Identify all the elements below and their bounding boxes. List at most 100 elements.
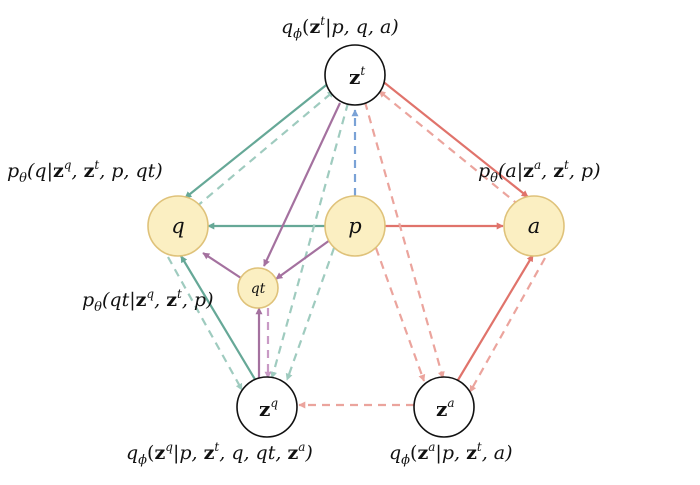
- node-qt-symbol: qt: [251, 281, 266, 297]
- edge-zt-to-qt: [263, 102, 341, 267]
- label-zq-b2: z: [204, 442, 215, 464]
- label-zq-mid2: , q, qt,: [219, 442, 287, 464]
- node-qt-circle: [237, 267, 279, 309]
- label-top-b1: z: [309, 16, 320, 38]
- edge-qt-to-q: [202, 252, 245, 281]
- label-qt-b1: z: [136, 289, 147, 311]
- edge-q-to-zt-dashed: [195, 90, 335, 208]
- node-za-symbol: z: [436, 397, 447, 421]
- label-a-sub: θ: [490, 171, 498, 186]
- label-qt-open: (qt|: [102, 289, 136, 311]
- label-qt-likelihood: pθ(qt|zq, zt, p): [82, 287, 213, 315]
- label-za-posterior: qϕ(za|p, zt, a): [389, 440, 513, 468]
- label-za-s1: a: [428, 440, 435, 454]
- node-zt-sup: t: [360, 64, 365, 78]
- label-a-b1: z: [523, 160, 534, 182]
- label-a-rest: , p): [569, 160, 601, 182]
- label-qt-s1: q: [146, 287, 154, 301]
- label-a-mid: ,: [541, 160, 553, 182]
- label-top-sub: ϕ: [293, 27, 302, 42]
- label-q-b1: z: [53, 160, 64, 182]
- edge-zt-to-q: [184, 81, 331, 199]
- node-zt-symbol: z: [349, 65, 360, 89]
- node-q: q: [147, 195, 209, 257]
- label-q-likelihood: pθ(q|zq, zt, p, qt): [7, 158, 163, 186]
- label-zq-posterior: qϕ(zq|p, zt, q, qt, za): [126, 440, 313, 468]
- label-qt-mid: ,: [154, 289, 166, 311]
- label-q-open: (q|: [27, 160, 53, 182]
- label-q-sub: θ: [19, 171, 27, 186]
- node-zq: zq: [236, 376, 298, 438]
- label-zq-s1: q: [165, 440, 173, 454]
- label-a-s2: t: [564, 158, 569, 172]
- label-qt-fn: p: [82, 289, 94, 311]
- label-za-rest: , a): [482, 442, 513, 464]
- label-q-s1: q: [64, 158, 72, 172]
- label-qt-b2: z: [166, 289, 177, 311]
- label-q-s2: t: [94, 158, 99, 172]
- label-a-s1: a: [534, 158, 541, 172]
- label-zt-posterior: qϕ(zt|p, q, a): [281, 14, 399, 42]
- label-zq-b3: z: [287, 442, 298, 464]
- label-qt-sub: θ: [94, 300, 102, 315]
- label-q-b2: z: [84, 160, 95, 182]
- node-a-circle: [503, 195, 565, 257]
- node-a-symbol: a: [528, 214, 541, 238]
- edge-zq-to-q: [180, 255, 257, 382]
- svg-text:za: za: [436, 396, 455, 421]
- label-zq-rest: ): [304, 442, 312, 464]
- label-zq-b1: z: [154, 442, 165, 464]
- node-zt: zt: [324, 44, 386, 106]
- node-zt-circle: [324, 44, 386, 106]
- label-top-rest: |p, q, a): [325, 16, 399, 38]
- label-a-likelihood: pθ(a|za, zt, p): [478, 158, 600, 186]
- label-za-sub: ϕ: [401, 453, 410, 468]
- edge-a-to-zt-dashed: [378, 90, 521, 207]
- node-qt: qt: [237, 267, 279, 309]
- node-zq-symbol: z: [259, 397, 270, 421]
- edge-za-to-a: [457, 254, 534, 381]
- label-qt-rest: , p): [182, 289, 214, 311]
- label-za-mid: |p,: [435, 442, 466, 464]
- node-za-circle: [413, 376, 475, 438]
- node-za: za: [413, 376, 475, 438]
- edge-p-to-zq-dashed: [285, 247, 336, 381]
- edges: [167, 79, 546, 409]
- label-za-b1: z: [417, 442, 428, 464]
- edge-zt-to-za-dashed: [363, 101, 445, 379]
- label-q-fn: p: [7, 160, 19, 182]
- label-zq-fn: q: [126, 442, 138, 464]
- label-za-open: (: [410, 442, 417, 464]
- label-top-s1: t: [320, 14, 325, 28]
- label-za-fn: q: [389, 442, 401, 464]
- svg-text:zt: zt: [349, 64, 365, 89]
- label-zq-s3: a: [298, 440, 305, 454]
- edge-zt-to-zq-dashed: [270, 102, 350, 379]
- node-q-symbol: q: [171, 214, 184, 238]
- node-a: a: [503, 195, 565, 257]
- node-za-sup: a: [447, 396, 454, 410]
- edge-p-to-za-dashed: [374, 247, 426, 382]
- node-zq-circle: [236, 376, 298, 438]
- node-p: p: [324, 195, 386, 257]
- node-q-circle: [147, 195, 209, 257]
- node-p-symbol: p: [348, 214, 361, 238]
- edge-a-to-za-dashed: [469, 257, 546, 393]
- label-a-b2: z: [553, 160, 564, 182]
- node-p-circle: [324, 195, 386, 257]
- label-zq-open: (: [147, 442, 154, 464]
- label-q-mid: ,: [71, 160, 83, 182]
- node-zq-sup: q: [270, 396, 278, 410]
- label-qt-s2: t: [177, 287, 182, 301]
- label-zq-sub: ϕ: [138, 453, 147, 468]
- label-top-open: (: [302, 16, 309, 38]
- label-za-b2: z: [466, 442, 477, 464]
- label-zq-mid: |p,: [173, 442, 204, 464]
- edge-q-to-zq-dashed: [167, 256, 243, 391]
- label-a-fn: p: [478, 160, 490, 182]
- label-top-fn: q: [281, 16, 293, 38]
- svg-text:zq: zq: [259, 396, 278, 421]
- edge-p-to-qt: [275, 239, 331, 280]
- label-q-rest: , p, qt): [99, 160, 163, 182]
